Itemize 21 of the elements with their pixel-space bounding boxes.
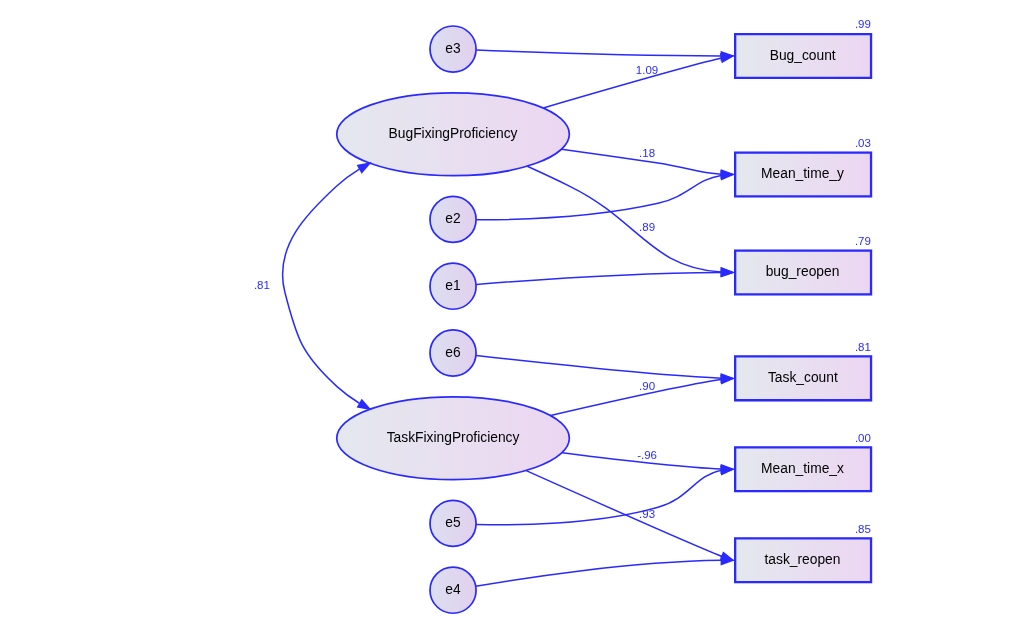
node-label: .81 [854, 340, 871, 353]
node-circle: e1 [428, 262, 477, 311]
node-circle: e5 [428, 499, 477, 548]
edge-label: .89 [638, 220, 655, 233]
edge-label: .18 [638, 147, 655, 160]
arrow [281, 162, 372, 411]
node-label: .85 [854, 522, 871, 535]
node-circle: e6 [428, 329, 477, 377]
node-label: .99 [854, 18, 871, 31]
node-label: .00 [854, 431, 871, 444]
edge-label: .90 [638, 379, 655, 392]
arrow [542, 53, 735, 109]
node-label: .79 [854, 234, 871, 247]
edge-label: .81 [253, 279, 270, 292]
arrow [524, 469, 735, 562]
node-circle: e4 [428, 566, 477, 615]
edge-label: 1.09 [635, 64, 658, 77]
node-label: .03 [854, 136, 871, 149]
node-circle: e2 [428, 195, 477, 244]
node-circle: e3 [428, 25, 477, 73]
edge-label: -.96 [636, 448, 657, 461]
